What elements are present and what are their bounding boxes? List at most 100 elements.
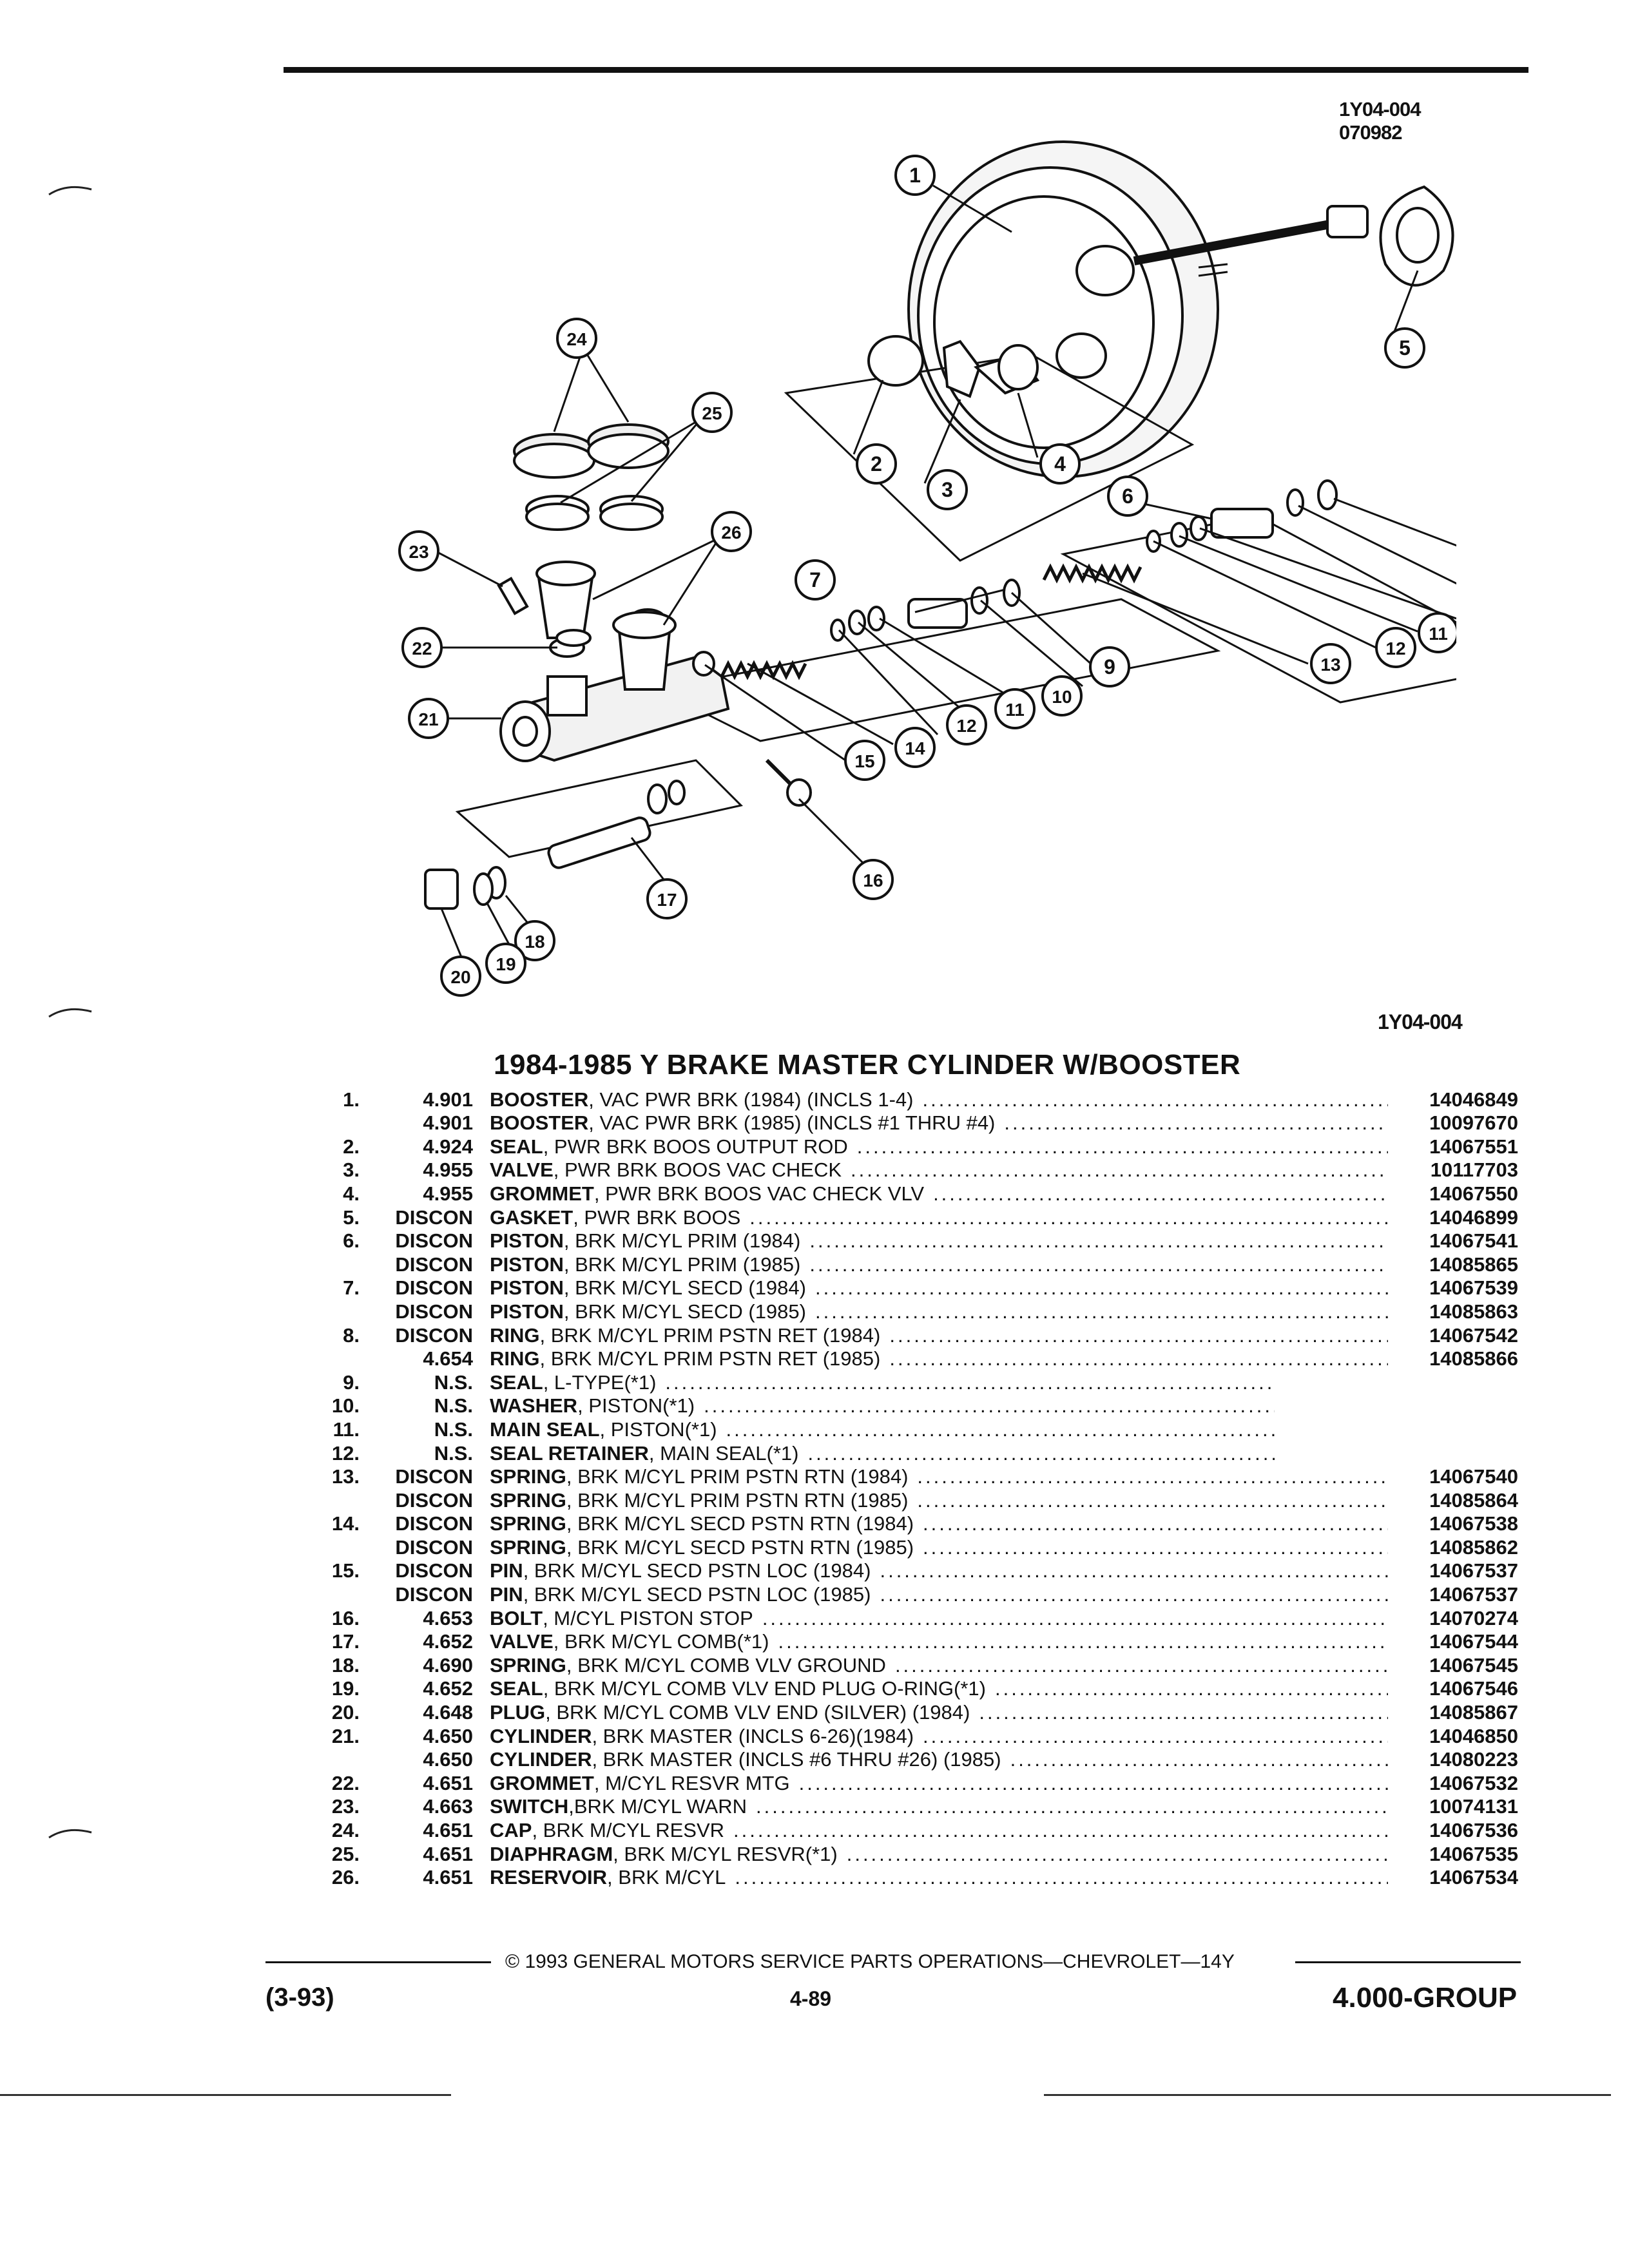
part-detail: , BRK M/CYL PRIM (1985) (563, 1253, 801, 1276)
part-name: RING (490, 1323, 540, 1347)
copyright-text: © 1993 GENERAL MOTORS SERVICE PARTS OPER… (505, 1951, 1235, 1972)
item-number: 21. (331, 1724, 360, 1747)
part-detail: , M/CYL PISTON STOP (543, 1606, 753, 1629)
callout-23: 23 (398, 530, 439, 572)
part-number: 14067538 (1429, 1512, 1518, 1535)
leader-dots (665, 1371, 1275, 1394)
callout-18: 18 (514, 920, 555, 961)
callout-label: 1 (909, 164, 921, 187)
part-number: 14067536 (1429, 1819, 1518, 1841)
figure-id: 1Y04-004 (1378, 1010, 1463, 1033)
leader-dots (979, 1701, 1388, 1724)
leader-dots (923, 1512, 1388, 1535)
part-detail: , PISTON(*1) (599, 1418, 717, 1441)
group-number: 4.924 (423, 1135, 473, 1158)
group-number: 4.652 (423, 1677, 473, 1700)
callout-label: 14 (905, 738, 925, 758)
group-number: DISCON (395, 1512, 473, 1535)
callout-10: 10 (1041, 675, 1083, 716)
group-number: 4.650 (423, 1724, 473, 1747)
callout-7: 7 (795, 559, 836, 601)
part-number: 14067541 (1429, 1229, 1518, 1253)
part-name: SEAL (490, 1677, 543, 1700)
bolt-16-drawing (765, 758, 812, 807)
group-label: 4.000-GROUP (1333, 1982, 1518, 2013)
diagram-code: 1Y04-004 070982 (1339, 98, 1421, 144)
part-description: DIAPHRAGM, BRK M/CYL RESVR(*1) (490, 1843, 1405, 1866)
item-number: 18. (331, 1653, 360, 1677)
part-name: PISTON (490, 1229, 564, 1253)
callout-13: 13 (1310, 643, 1351, 684)
part-name: PIN (490, 1583, 523, 1606)
item-number: 12. (331, 1441, 360, 1465)
page-number: 4-89 (790, 1987, 832, 2010)
part-number: 14067539 (1429, 1276, 1518, 1300)
group-number: 4.901 (423, 1088, 473, 1111)
top-rule (284, 67, 1528, 73)
callout-label: 22 (412, 639, 432, 658)
part-number: 14085864 (1429, 1488, 1518, 1512)
part-description: PIN, BRK M/CYL SECD PSTN LOC (1985) (490, 1583, 1405, 1606)
part-description: SEAL, PWR BRK BOOS OUTPUT ROD (490, 1135, 1405, 1158)
callout-17: 17 (646, 878, 688, 919)
leader-dots (735, 1866, 1388, 1889)
part-detail: , BRK M/CYL PRIM (1984) (563, 1229, 801, 1253)
part-description: BOOSTER, VAC PWR BRK (1984) (INCLS 1-4) (490, 1088, 1405, 1111)
leader-dots (778, 1630, 1389, 1653)
part-detail: , BRK M/CYL SECD PSTN RTN (1984) (566, 1512, 914, 1535)
group-number: DISCON (395, 1300, 473, 1323)
callout-11: 11 (1418, 612, 1456, 653)
callout-5: 5 (1384, 327, 1425, 369)
combination-valve-drawing (424, 759, 743, 910)
item-number: 16. (331, 1606, 360, 1629)
part-name: RESERVOIR (490, 1866, 608, 1889)
callout-label: 6 (1122, 485, 1133, 508)
grommet-22-drawing (555, 629, 592, 647)
group-number: N.S. (434, 1370, 473, 1394)
part-description: SPRING, BRK M/CYL PRIM PSTN RTN (1984) (490, 1465, 1405, 1488)
callout-2: 2 (856, 443, 897, 485)
part-detail: , BRK M/CYL COMB VLV END (SILVER) (1984) (545, 1701, 970, 1724)
callout-21: 21 (408, 698, 449, 739)
part-detail: , VAC PWR BRK (1984) (INCLS 1-4) (588, 1088, 914, 1111)
leader-dots (880, 1559, 1388, 1582)
part-description: SPRING, BRK M/CYL SECD PSTN RTN (1984) (490, 1512, 1405, 1535)
leader-dots (809, 1253, 1388, 1276)
reservoir-drawing (535, 561, 677, 691)
leader-dots (917, 1489, 1388, 1512)
part-number: 14085866 (1429, 1347, 1518, 1370)
bottom-rule-left (0, 2094, 451, 2096)
leader-dots (1004, 1111, 1388, 1135)
part-description: RING, BRK M/CYL PRIM PSTN RET (1984) (490, 1324, 1405, 1347)
part-name: PLUG (490, 1701, 546, 1724)
group-number: 4.651 (423, 1866, 473, 1889)
part-detail: , M/CYL RESVR MTG (593, 1771, 790, 1794)
part-description: CAP, BRK M/CYL RESVR (490, 1819, 1405, 1842)
part-description: GASKET, PWR BRK BOOS (490, 1206, 1405, 1229)
piston-7-drawing (907, 598, 968, 629)
callout-label: 19 (496, 954, 516, 974)
item-number: 23. (331, 1795, 360, 1818)
part-number: 14067545 (1429, 1653, 1518, 1677)
part-detail: , L-TYPE(*1) (543, 1370, 657, 1394)
part-description: GROMMET, PWR BRK BOOS VAC CHECK VLV (490, 1182, 1405, 1206)
part-detail: , BRK M/CYL PRIM PSTN RTN (1985) (566, 1488, 909, 1512)
group-number: 4.901 (423, 1111, 473, 1135)
group-number: 4.690 (423, 1653, 473, 1677)
item-number: 11. (333, 1418, 360, 1441)
group-number: 4.651 (423, 1842, 473, 1865)
parts-row: 11.N.S.MAIN SEAL, PISTON(*1) (307, 1418, 1518, 1441)
